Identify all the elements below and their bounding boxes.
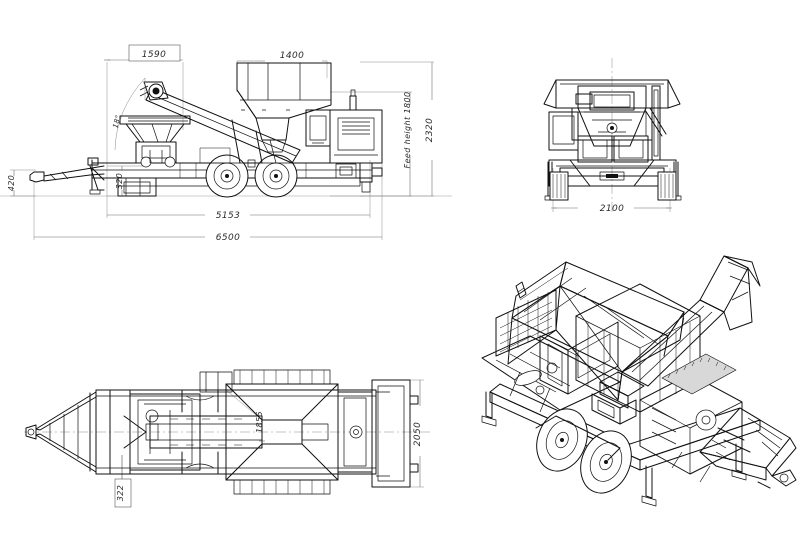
dim-conveyor-angle: 18°: [111, 114, 122, 129]
dim-chassis-height: 320: [115, 173, 124, 189]
dim-aggregate-bin-width: 1400: [280, 51, 305, 61]
plan-machine-geometry: [25, 369, 419, 495]
dim-hopper-width: 1590: [142, 50, 167, 60]
dim-feed-height: Feed height 1800: [403, 92, 412, 169]
dim-body-length: 5153: [216, 211, 241, 221]
dim-drawbar-width: 322: [116, 485, 125, 501]
view-isometric: [481, 255, 797, 507]
side-machine-geometry: [29, 62, 383, 198]
iso-wheel-front-left: [536, 408, 588, 472]
dim-drawbar-height: 420: [7, 175, 16, 191]
front-machine-geometry: [543, 79, 682, 201]
dim-overall-plan-width: 2050: [413, 422, 423, 447]
dim-mixer-width: 1855: [255, 411, 264, 433]
dim-overall-height: 2320: [425, 118, 435, 143]
view-side-elevation: 1590 1400 18° 2320 Feed height 1800 420 …: [0, 44, 452, 243]
dim-overall-length: 6500: [216, 233, 241, 243]
iso-machine-geometry: [481, 255, 797, 507]
side-wheel-rear: [254, 154, 298, 198]
iso-wheel-rear-left: [580, 430, 632, 494]
view-front-elevation: 2100: [543, 58, 682, 214]
view-top-plan: 1855 322 2050: [24, 369, 432, 508]
dim-overall-width: 2100: [600, 204, 625, 214]
side-wheel-front: [205, 154, 249, 198]
